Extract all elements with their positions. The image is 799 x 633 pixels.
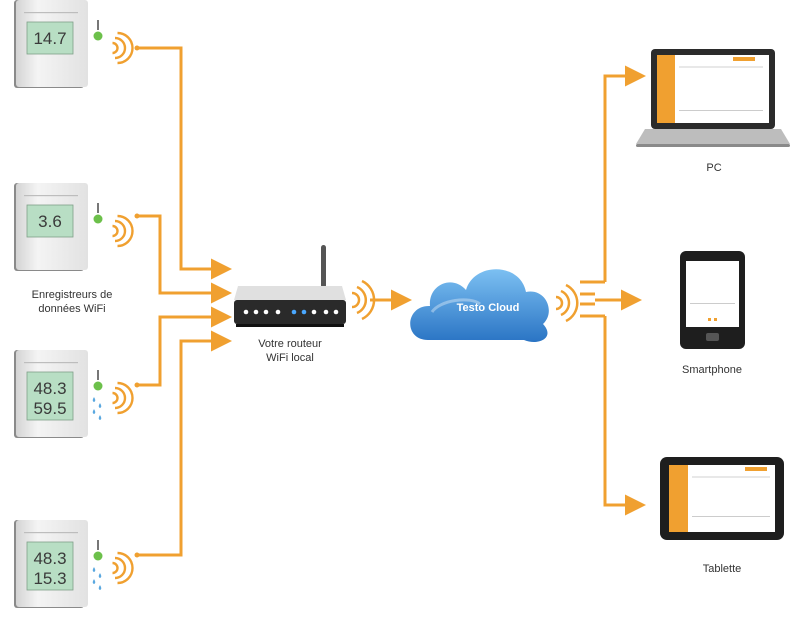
wifi-signal-icon bbox=[112, 31, 134, 65]
sensor-probe-icon bbox=[93, 214, 103, 224]
device-label-tablet: Tablette bbox=[702, 563, 742, 575]
device-label-pc: PC bbox=[706, 162, 722, 174]
logger-device: 48.359.5 bbox=[14, 350, 134, 438]
humidity-drops-icon bbox=[92, 567, 102, 590]
wifi-signal-icon bbox=[112, 551, 134, 585]
logger-device: 14.7 bbox=[14, 0, 134, 88]
sensor-probe-icon bbox=[93, 31, 103, 41]
laptop-icon bbox=[636, 49, 790, 147]
sensor-probe-icon bbox=[93, 551, 103, 561]
wifi-signal-icon bbox=[112, 381, 134, 415]
logger-screen bbox=[26, 21, 74, 55]
cloud-wifi-icon bbox=[555, 283, 579, 323]
connectors-left bbox=[134, 45, 232, 558]
loggers-label: Enregistreurs de données WiFi bbox=[2, 288, 142, 316]
router-label: Votre routeur WiFi local bbox=[240, 337, 340, 365]
wifi-signal-icon bbox=[112, 214, 134, 248]
logger-screen bbox=[26, 541, 74, 591]
device-label-smartphone: Smartphone bbox=[682, 364, 742, 376]
logger-reading: 3.6 bbox=[38, 212, 62, 231]
tablet-icon bbox=[660, 457, 784, 540]
router-icon bbox=[234, 245, 346, 327]
logger-reading: 48.3 bbox=[33, 379, 66, 398]
smartphone-icon bbox=[680, 251, 745, 349]
logger-reading: 15.3 bbox=[33, 569, 66, 588]
logger-reading: 59.5 bbox=[33, 399, 66, 418]
logger-device: 48.315.3 bbox=[14, 520, 134, 608]
humidity-drops-icon bbox=[92, 397, 102, 420]
loggers-label-line-1: Enregistreurs de bbox=[31, 289, 113, 301]
logger-screen bbox=[26, 204, 74, 238]
loggers: 14.73.648.359.548.315.3 bbox=[14, 0, 134, 608]
logger-screen bbox=[26, 371, 74, 421]
cloud-icon bbox=[410, 269, 549, 343]
router-label-line-2: WiFi local bbox=[266, 352, 314, 364]
logger-device: 3.6 bbox=[14, 183, 134, 271]
logger-reading: 14.7 bbox=[33, 29, 66, 48]
logger-reading: 48.3 bbox=[33, 549, 66, 568]
cloud-label: Testo Cloud bbox=[456, 302, 520, 314]
sensor-probe-icon bbox=[93, 381, 103, 391]
loggers-label-line-2: données WiFi bbox=[38, 303, 106, 315]
router-label-line-1: Votre routeur bbox=[258, 338, 322, 350]
connectors-right bbox=[580, 65, 646, 516]
